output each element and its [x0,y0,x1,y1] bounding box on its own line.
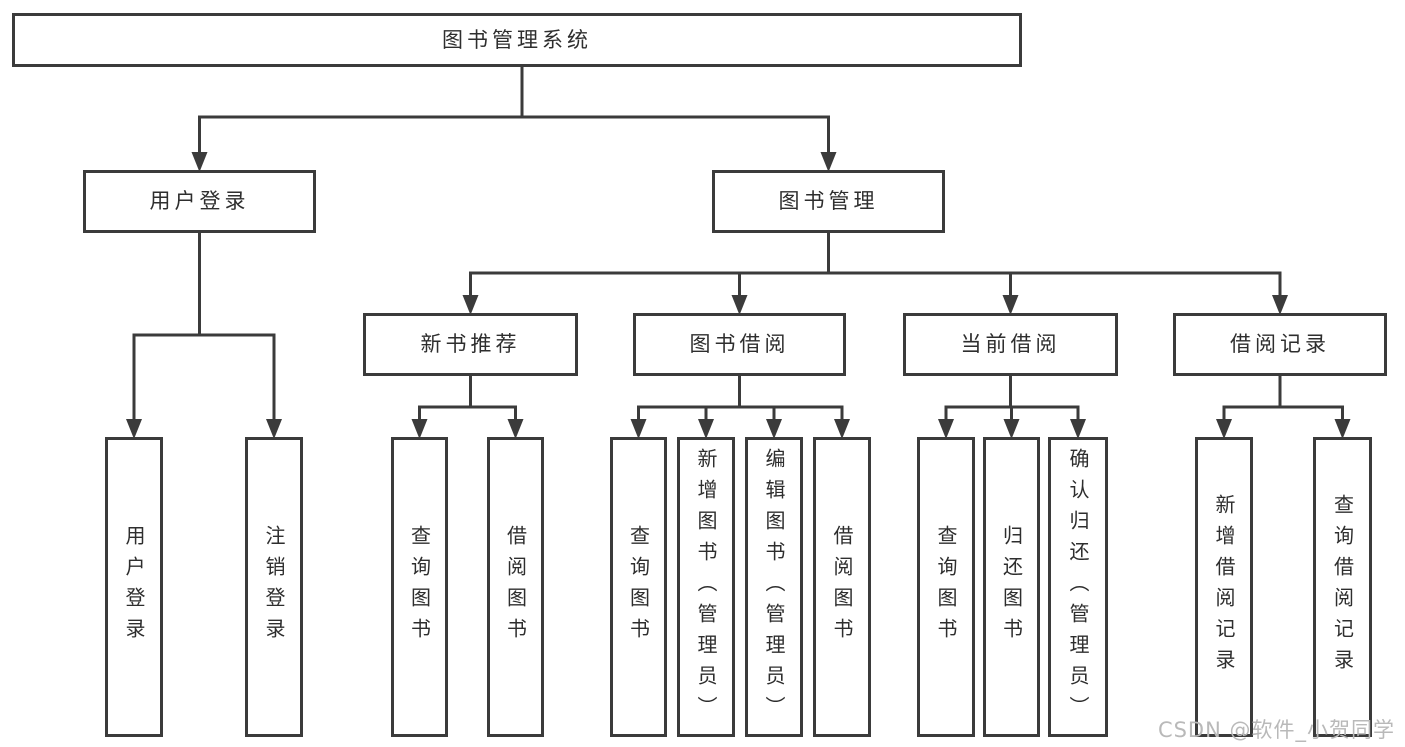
node-label: 图书管理系统 [442,27,592,52]
node-root: 图书管理系统 [12,13,1022,67]
node-label: 查询图书 [626,525,651,649]
node-label: 用户登录 [122,525,146,649]
node-v-borrow-book-1: 借阅图书 [487,437,544,737]
node-v-return-book: 归还图书 [983,437,1040,737]
node-label: 借阅图书 [503,525,528,649]
node-label: 当前借阅 [960,332,1061,356]
node-v-edit-book: 编辑图书（管理员） [745,437,803,737]
node-label: 编辑图书（管理员） [762,447,786,727]
node-label: 用户登录 [149,189,250,213]
node-v-add-borrow-record: 新增借阅记录 [1195,437,1253,737]
node-book-borrow: 图书借阅 [633,313,846,376]
node-v-query-book-3: 查询图书 [917,437,975,737]
node-new-book-rec: 新书推荐 [363,313,578,376]
node-borrow-records: 借阅记录 [1173,313,1387,376]
node-label: 归还图书 [999,525,1024,649]
node-label: 借阅记录 [1230,332,1330,356]
node-label: 新增图书（管理员） [694,447,718,727]
watermark: CSDN @软件_小贺同学 [1157,718,1395,742]
node-v-query-book-1: 查询图书 [391,437,448,737]
node-label: 查询图书 [407,525,432,649]
node-label: 查询借阅记录 [1330,494,1355,680]
node-v-borrow-book-2: 借阅图书 [813,437,871,737]
node-label: 新书推荐 [420,332,521,356]
node-label: 新增借阅记录 [1212,494,1236,680]
node-v-confirm-return: 确认归还（管理员） [1048,437,1108,737]
node-label: 确认归还（管理员） [1066,447,1090,727]
node-v-add-book: 新增图书（管理员） [677,437,735,737]
node-v-query-borrow-record: 查询借阅记录 [1313,437,1372,737]
node-v-logout: 注销登录 [245,437,303,737]
node-label: 注销登录 [262,525,286,649]
node-label: 图书管理 [778,189,879,213]
node-book-mgmt: 图书管理 [712,170,945,233]
node-v-query-book-2: 查询图书 [610,437,667,737]
node-user-login: 用户登录 [83,170,316,233]
node-label: 借阅图书 [830,525,854,649]
node-current-borrow: 当前借阅 [903,313,1118,376]
node-label: 查询图书 [934,525,958,649]
node-label: 图书借阅 [689,332,790,356]
node-v-user-login: 用户登录 [105,437,163,737]
